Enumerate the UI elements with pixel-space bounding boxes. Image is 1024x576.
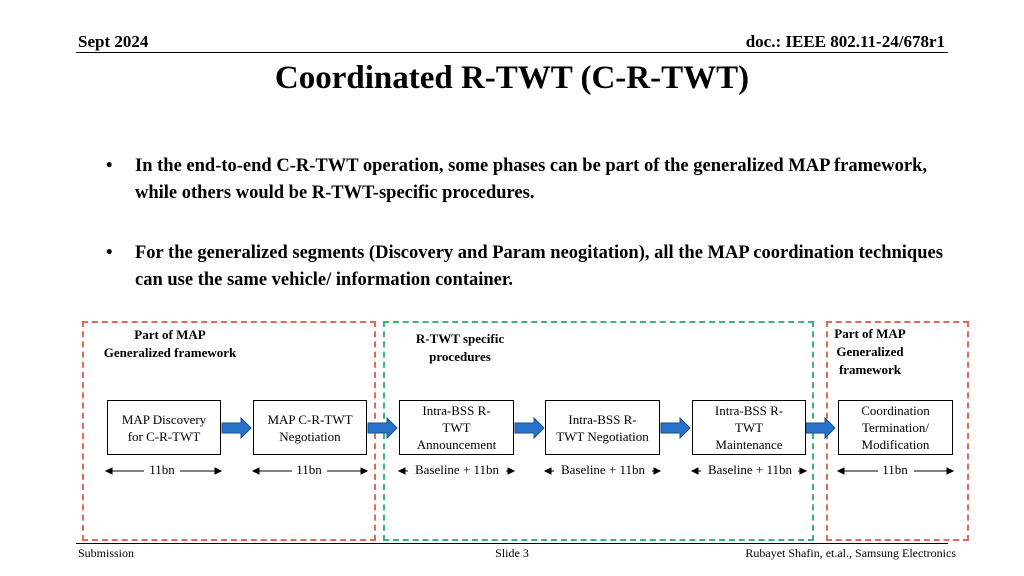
footer-slide-number: Slide 3 <box>495 546 529 560</box>
bullet-text: In the end-to-end C-R-TWT operation, som… <box>135 156 928 203</box>
box-text-line: MAP C-R-TWT <box>267 411 353 427</box>
span-lines <box>104 467 955 475</box>
bullet-marker: • <box>106 243 113 263</box>
box-text-line: Intra-BSS R- <box>568 411 637 427</box>
slide-title: Coordinated R-TWT (C-R-TWT) <box>274 60 750 96</box>
region-label-line: R-TWT specific <box>415 331 505 346</box>
region-label-left: Part of MAP Generalized framework <box>90 326 250 362</box>
box-text-line: Coordination <box>861 403 930 418</box>
region-label-line: Part of MAP <box>134 327 206 342</box>
span-label: Baseline + 11bn <box>560 462 646 477</box>
box-text-line: Negotiation <box>279 428 341 444</box>
box-text-line: TWT <box>442 420 471 435</box>
span-label: Baseline + 11bn <box>414 462 500 477</box>
process-box-rtwt-negotiation: Intra-BSS R-TWT Negotiation <box>545 400 660 455</box>
process-box-rtwt-maintenance: Intra-BSS R- TWT Maintenance <box>692 400 806 455</box>
span-label: 11bn <box>296 462 322 477</box>
header-divider <box>76 52 948 53</box>
box-text-line: MAP Discovery <box>121 411 207 427</box>
span-label: Baseline + 11bn <box>707 462 793 477</box>
box-text-line: for C-R-TWT <box>127 428 201 444</box>
flow-arrow <box>367 416 398 440</box>
header-date: Sept 2024 <box>78 32 149 51</box>
footer-author: Rubayet Shafin, et.al., Samsung Electron… <box>745 546 956 560</box>
region-label-line: procedures <box>429 349 491 364</box>
bullet-text: For the generalized segments (Discovery … <box>135 243 943 290</box>
box-text-line: TWT <box>734 420 764 435</box>
flow-arrow <box>221 416 252 440</box>
box-text-line: Modification <box>861 437 930 452</box>
flow-arrow <box>805 416 836 440</box>
flow-arrows <box>221 416 836 440</box>
region-label-right: Part of MAP Generalized framework <box>822 325 918 379</box>
footer-submission: Submission <box>78 546 135 560</box>
box-text-line: TWT Negotiation <box>556 428 649 444</box>
box-text-line: Announcement <box>416 437 497 452</box>
box-text-line: Maintenance <box>715 437 783 452</box>
region-label-line: Part of MAP <box>834 326 906 341</box>
process-box-rtwt-announcement: Intra-BSS R- TWT Announcement <box>399 400 514 455</box>
flow-arrow <box>660 416 691 440</box>
box-text-line: Termination/ <box>862 420 929 435</box>
footer-divider <box>76 543 948 544</box>
span-label: 11bn <box>149 462 175 477</box>
region-label-line: Generalized <box>836 344 904 359</box>
box-text-line: Intra-BSS R- <box>422 403 491 418</box>
box-text-line: Intra-BSS R- <box>714 403 784 418</box>
bullet-marker: • <box>106 156 113 176</box>
flow-arrow <box>514 416 545 440</box>
span-label: 11bn <box>882 462 908 477</box>
header-doc-id: doc.: IEEE 802.11-24/678r1 <box>745 32 945 51</box>
region-label-middle: R-TWT specific procedures <box>400 330 520 366</box>
region-label-line: framework <box>838 362 902 377</box>
region-label-line: Generalized framework <box>103 345 237 360</box>
